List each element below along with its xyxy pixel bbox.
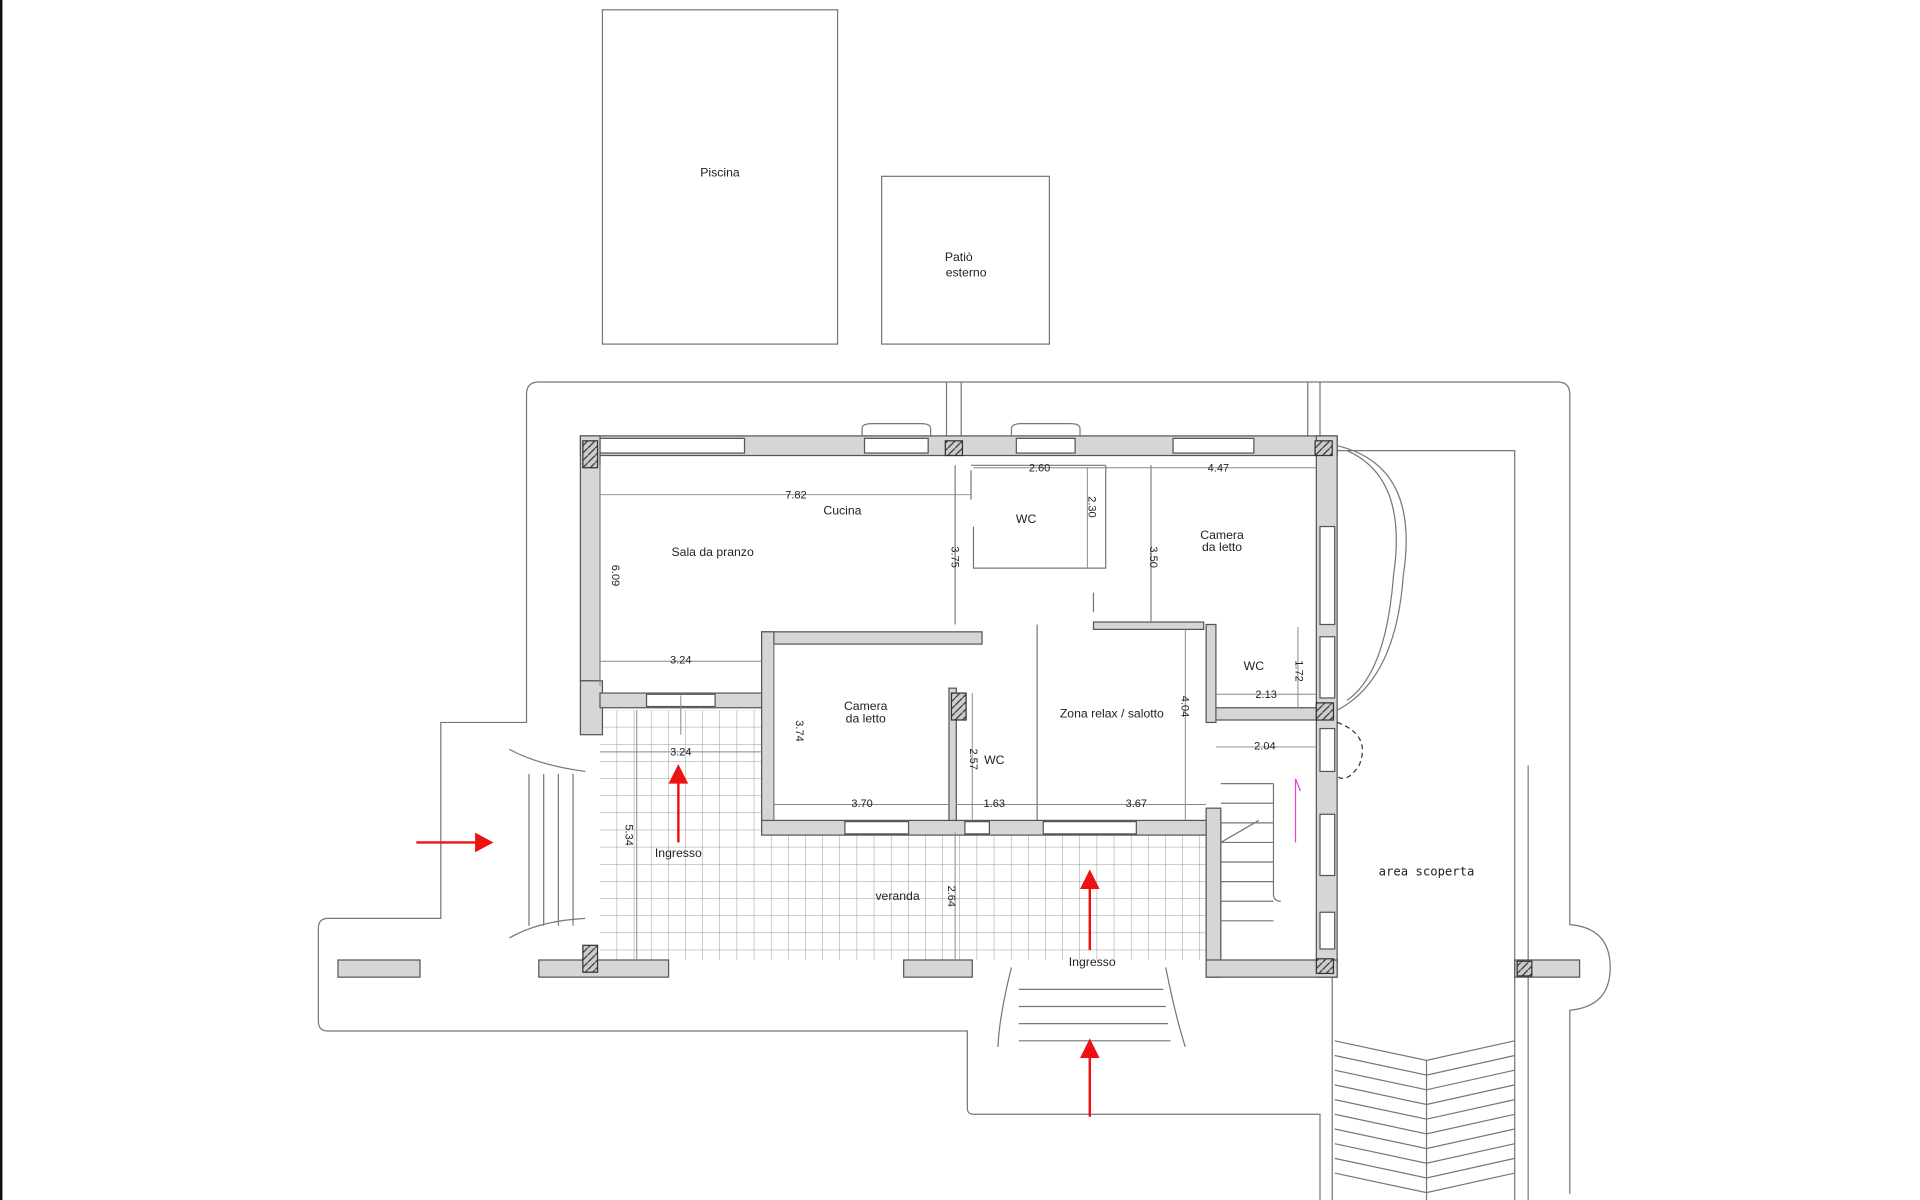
columns (582, 440, 1533, 977)
svg-text:2.60: 2.60 (1029, 462, 1050, 474)
exterior-stair-hatch (1334, 1040, 1515, 1200)
room-label-cucina: Cucina (823, 503, 861, 517)
dimension-lines (599, 465, 1317, 960)
room-label-sala: Sala da pranzo (671, 545, 753, 559)
entrance-arrow-south-outer (1080, 1038, 1100, 1117)
staircase (1220, 783, 1281, 922)
svg-text:2.04: 2.04 (1254, 740, 1275, 752)
entrance-label-west: Ingresso (655, 846, 702, 860)
svg-text:7.82: 7.82 (785, 489, 806, 501)
entrance-arrow-south-inner (1080, 869, 1100, 951)
room-label-camera-ne-2: da letto (1202, 540, 1242, 554)
left-border (0, 0, 3, 1200)
patio-label-1: Patiò (945, 250, 973, 264)
entrance-arrow-veranda (668, 764, 689, 843)
svg-text:3.75: 3.75 (948, 546, 960, 567)
site-lines (945, 382, 1529, 1200)
site-outline (317, 381, 1611, 1200)
patio (881, 175, 1050, 345)
svg-text:1.63: 1.63 (984, 798, 1005, 810)
entrance-label-south: Ingresso (1069, 955, 1116, 969)
veranda-floor-main (761, 832, 1207, 960)
room-label-veranda: veranda (875, 889, 919, 903)
room-label-wc-small: WC (984, 753, 1005, 767)
svg-text:2.57: 2.57 (967, 748, 979, 769)
svg-text:4.47: 4.47 (1208, 462, 1229, 474)
svg-text:3.50: 3.50 (1147, 546, 1159, 567)
pool (601, 9, 839, 345)
stair-marker (1294, 778, 1301, 843)
west-steps (509, 748, 586, 939)
patio-label-2: esterno (946, 266, 987, 280)
south-steps (997, 967, 1186, 1048)
pool-label: Piscina (700, 165, 740, 179)
door-swing-east (1336, 721, 1364, 780)
svg-text:4.04: 4.04 (1179, 696, 1191, 717)
svg-text:3.24: 3.24 (670, 747, 691, 759)
room-label-zona-relax: Zona relax / salotto (1060, 707, 1164, 721)
room-label-wc-top: WC (1016, 512, 1037, 526)
bay-window (1336, 445, 1407, 711)
svg-text:2.30: 2.30 (1086, 496, 1098, 517)
entrance-arrow-west (416, 832, 494, 853)
svg-text:3.24: 3.24 (670, 655, 691, 667)
svg-text:3.70: 3.70 (851, 798, 872, 810)
svg-text:2.64: 2.64 (945, 886, 957, 907)
dimension-labels: 7.82 2.60 4.47 2.30 3.75 3.50 6.09 3.24 … (609, 462, 1304, 907)
room-label-wc-east: WC (1244, 659, 1265, 673)
svg-text:1.72: 1.72 (1293, 660, 1305, 681)
svg-text:5.34: 5.34 (623, 824, 635, 845)
area-scoperta-label: area scoperta (1379, 865, 1475, 879)
room-label-camera-s-2: da letto (846, 711, 886, 725)
svg-text:6.09: 6.09 (609, 565, 621, 586)
svg-text:2.13: 2.13 (1255, 689, 1276, 701)
svg-text:3.74: 3.74 (793, 720, 805, 741)
room-label-camera-s-1: Camera (844, 699, 888, 713)
room-label-camera-ne-1: Camera (1200, 528, 1244, 542)
svg-text:3.67: 3.67 (1126, 798, 1147, 810)
